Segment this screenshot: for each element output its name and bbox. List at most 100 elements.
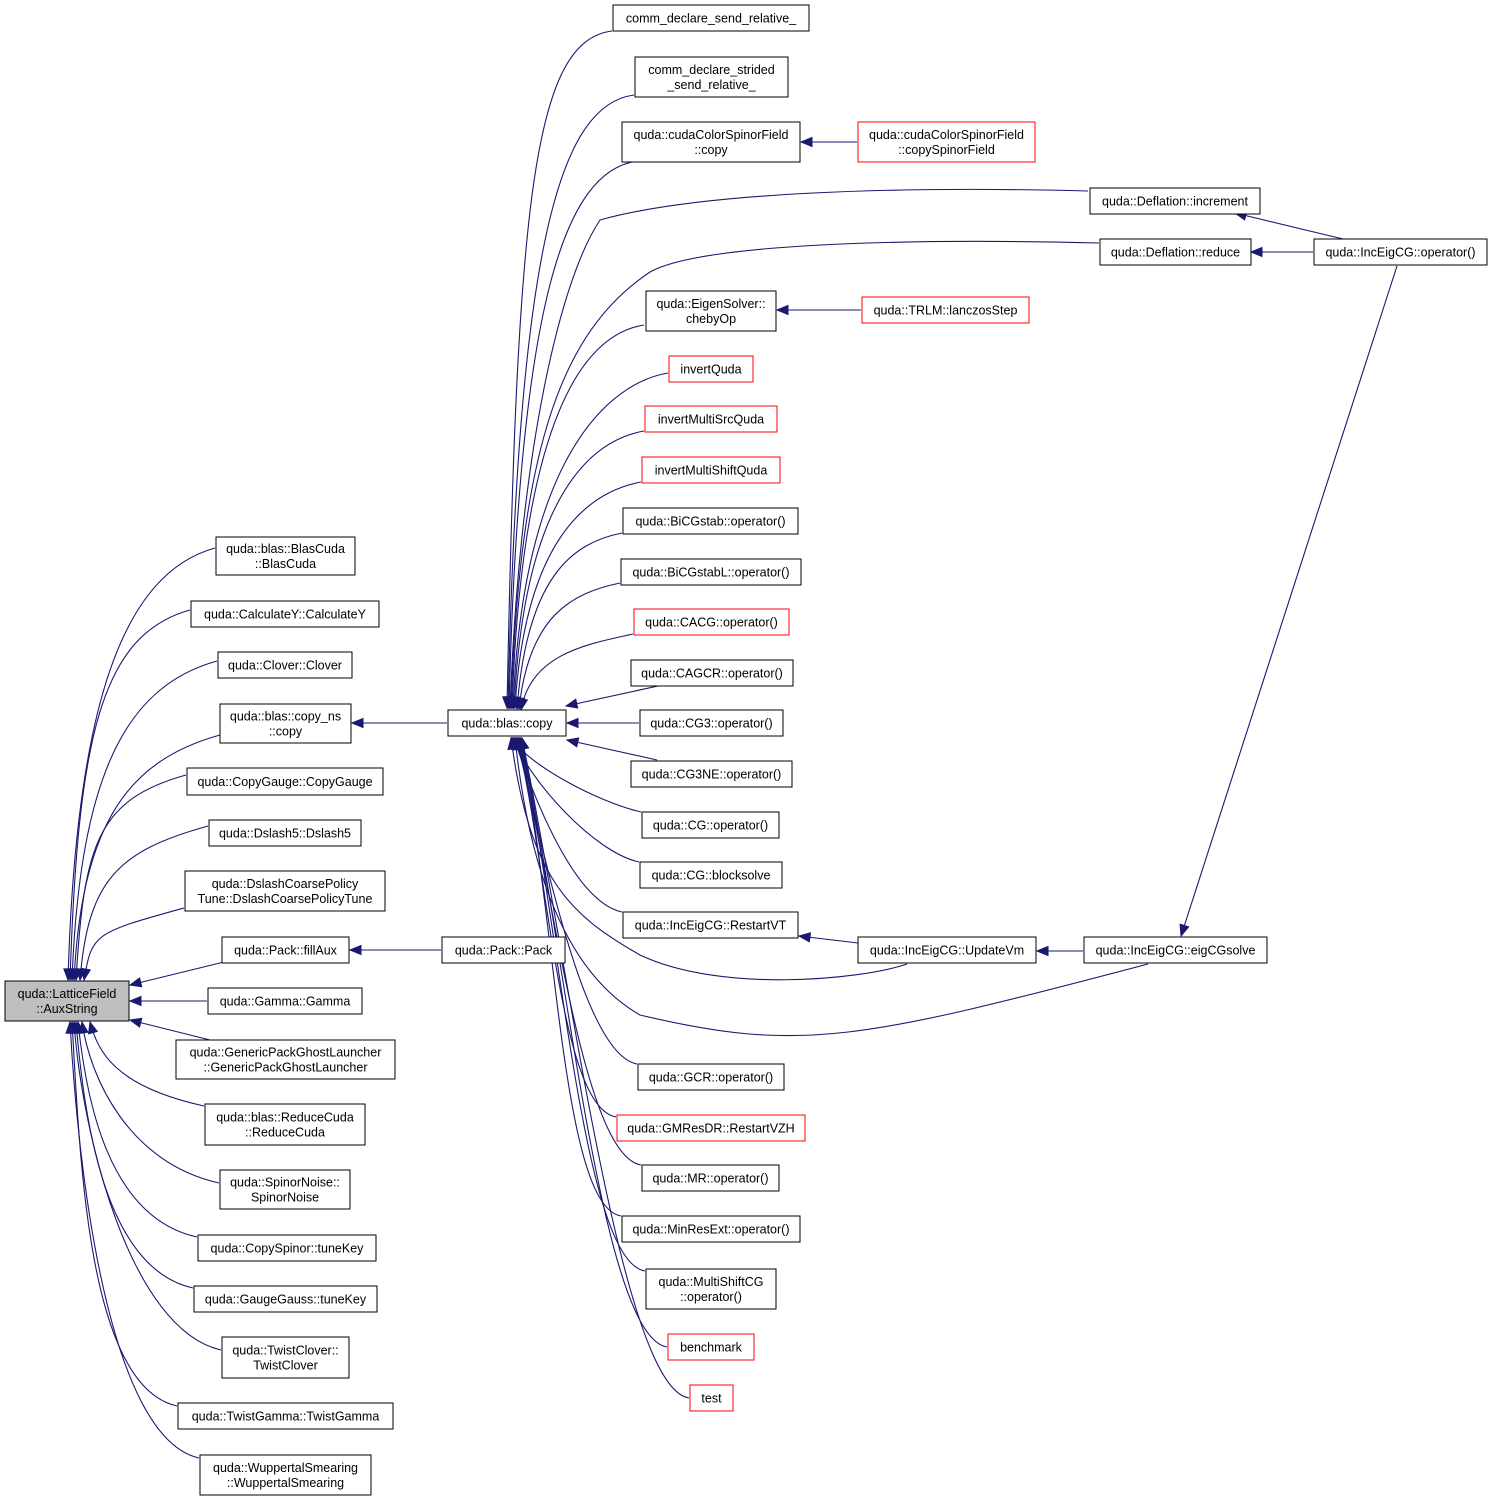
node-root[interactable]: quda::LatticeField::AuxString — [4, 980, 130, 1022]
edge-line — [75, 774, 187, 981]
node-updatevm[interactable]: quda::IncEigCG::UpdateVm — [857, 936, 1037, 964]
node-deflred[interactable]: quda::Deflation::reduce — [1099, 238, 1252, 266]
node-twistclover[interactable]: quda::TwistClover::TwistClover — [221, 1336, 350, 1379]
node-cg3ne[interactable]: quda::CG3NE::operator() — [630, 760, 793, 788]
edge-line — [516, 737, 617, 1118]
arrowhead-icon — [128, 1017, 143, 1028]
node-reducecuda[interactable]: quda::blas::ReduceCuda::ReduceCuda — [204, 1103, 366, 1146]
node-label: quda::Clover::Clover — [228, 659, 342, 673]
node-copyspinor[interactable]: quda::CopySpinor::tuneKey — [197, 1234, 377, 1262]
edge-cagcr-to-blascopy — [564, 685, 659, 709]
node-label: quda::IncEigCG::eigCGsolve — [1096, 944, 1256, 958]
edge-minresext-to-blascopy — [516, 736, 622, 1217]
arrowhead-icon — [1249, 246, 1263, 258]
node-commstrided[interactable]: comm_declare_strided_send_relative_ — [634, 56, 789, 98]
edge-cacg-to-blascopy — [517, 633, 634, 712]
node-copygauge[interactable]: quda::CopyGauge::CopyGauge — [186, 767, 384, 796]
node-cgblock[interactable]: quda::CG::blocksolve — [639, 861, 783, 889]
edge-invertquda-to-blascopy — [508, 372, 669, 710]
node-box — [184, 870, 386, 912]
edge-line — [514, 481, 642, 709]
node-copyspinorfield[interactable]: quda::cudaColorSpinorField::copySpinorFi… — [857, 121, 1036, 163]
node-label: quda::MR::operator() — [652, 1172, 768, 1186]
node-label: _send_relative_ — [666, 78, 756, 92]
node-label: comm_declare_strided — [648, 63, 774, 77]
node-dslash5[interactable]: quda::Dslash5::Dslash5 — [208, 819, 362, 847]
edge-line — [67, 547, 216, 981]
node-mr[interactable]: quda::MR::operator() — [641, 1164, 780, 1192]
node-gmresdr[interactable]: quda::GMResDR::RestartVZH — [616, 1114, 806, 1142]
node-cagcr[interactable]: quda::CAGCR::operator() — [630, 659, 794, 687]
node-copyns[interactable]: quda::blas::copy_ns::copy — [219, 703, 352, 744]
edge-line — [1180, 265, 1398, 937]
edge-twistgamma-to-root — [67, 1020, 178, 1407]
edge-line — [129, 961, 225, 986]
node-multishiftcg[interactable]: quda::MultiShiftCG::operator() — [645, 1268, 777, 1310]
edge-updatevm-to-restartvt — [797, 932, 859, 944]
node-commsend[interactable]: comm_declare_send_relative_ — [612, 4, 810, 32]
node-restartvt[interactable]: quda::IncEigCG::RestartVT — [622, 911, 799, 939]
node-label: quda::CAGCR::operator() — [641, 667, 783, 681]
node-gaugegauss[interactable]: quda::GaugeGauss::tuneKey — [193, 1285, 378, 1313]
edge-blascopy-to-copyns — [350, 717, 447, 729]
edge-commsend-to-blascopy — [501, 30, 613, 710]
node-minresext[interactable]: quda::MinResExt::operator() — [621, 1215, 801, 1243]
node-box — [1099, 238, 1252, 266]
node-box — [447, 709, 567, 737]
edge-line — [519, 737, 646, 1272]
node-box — [4, 980, 130, 1022]
node-twistgamma[interactable]: quda::TwistGamma::TwistGamma — [177, 1402, 394, 1430]
node-box — [633, 608, 790, 636]
node-box — [861, 296, 1030, 324]
node-label: quda::IncEigCG::UpdateVm — [870, 944, 1024, 958]
edge-line — [71, 660, 218, 981]
node-wuppertal[interactable]: quda::WuppertalSmearing::WuppertalSmeari… — [199, 1454, 372, 1496]
edge-fillaux-to-root — [128, 961, 225, 988]
node-blascuda[interactable]: quda::blas::BlasCuda::BlasCuda — [215, 536, 356, 576]
node-test[interactable]: test — [689, 1384, 734, 1412]
node-label: quda::CopyGauge::CopyGauge — [197, 775, 372, 789]
node-deflinc[interactable]: quda::Deflation::increment — [1089, 187, 1261, 215]
node-box — [616, 1114, 806, 1142]
node-bicgstabl[interactable]: quda::BiCGstabL::operator() — [620, 558, 802, 586]
node-fillaux[interactable]: quda::Pack::fillAux — [221, 936, 350, 964]
node-cudacopy[interactable]: quda::cudaColorSpinorField::copy — [621, 121, 801, 163]
node-cgop[interactable]: quda::CG::operator() — [641, 811, 780, 839]
node-label: quda::DslashCoarsePolicy — [212, 877, 359, 891]
node-clover[interactable]: quda::Clover::Clover — [217, 651, 353, 679]
node-cacg[interactable]: quda::CACG::operator() — [633, 608, 790, 636]
node-box — [612, 4, 810, 32]
node-label: quda::CG3::operator() — [650, 717, 772, 731]
node-eigcgsolve[interactable]: quda::IncEigCG::eigCGsolve — [1083, 936, 1268, 964]
node-label: invertMultiSrcQuda — [658, 413, 764, 427]
node-cg3[interactable]: quda::CG3::operator() — [639, 709, 784, 737]
node-label: quda::CG3NE::operator() — [642, 768, 782, 782]
node-chebyop[interactable]: quda::EigenSolver::chebyOp — [645, 290, 777, 332]
node-dslashcoarse[interactable]: quda::DslashCoarsePolicyTune::DslashCoar… — [184, 870, 386, 912]
node-box — [208, 819, 362, 847]
node-calcy[interactable]: quda::CalculateY::CalculateY — [190, 600, 380, 628]
node-label: quda::Gamma::Gamma — [220, 995, 351, 1009]
node-blascopy[interactable]: quda::blas::copy — [447, 709, 567, 737]
node-gcr[interactable]: quda::GCR::operator() — [637, 1063, 785, 1091]
node-lanczos[interactable]: quda::TRLM::lanczosStep — [861, 296, 1030, 324]
node-label: ::WuppertalSmearing — [227, 1476, 344, 1490]
node-invertmultishift[interactable]: invertMultiShiftQuda — [641, 456, 781, 484]
node-box — [620, 558, 802, 586]
node-bicgstab[interactable]: quda::BiCGstab::operator() — [622, 507, 799, 535]
node-box — [1313, 238, 1488, 266]
edge-line — [75, 1021, 194, 1289]
node-pack[interactable]: quda::Pack::Pack — [441, 936, 566, 964]
node-benchmark[interactable]: benchmark — [667, 1333, 755, 1361]
node-spinornoise[interactable]: quda::SpinorNoise::SpinorNoise — [219, 1169, 351, 1210]
node-gamma[interactable]: quda::Gamma::Gamma — [207, 987, 363, 1015]
node-invertquda[interactable]: invertQuda — [668, 355, 754, 383]
node-genericpack[interactable]: quda::GenericPackGhostLauncher::GenericP… — [175, 1039, 396, 1080]
node-invertmultisrc[interactable]: invertMultiSrcQuda — [644, 405, 778, 433]
node-inceigop[interactable]: quda::IncEigCG::operator() — [1313, 238, 1488, 266]
edge-line — [565, 685, 659, 707]
node-label: quda::BiCGstabL::operator() — [632, 566, 789, 580]
node-box — [639, 709, 784, 737]
edge-line — [566, 739, 658, 761]
edge-line — [81, 1021, 220, 1184]
